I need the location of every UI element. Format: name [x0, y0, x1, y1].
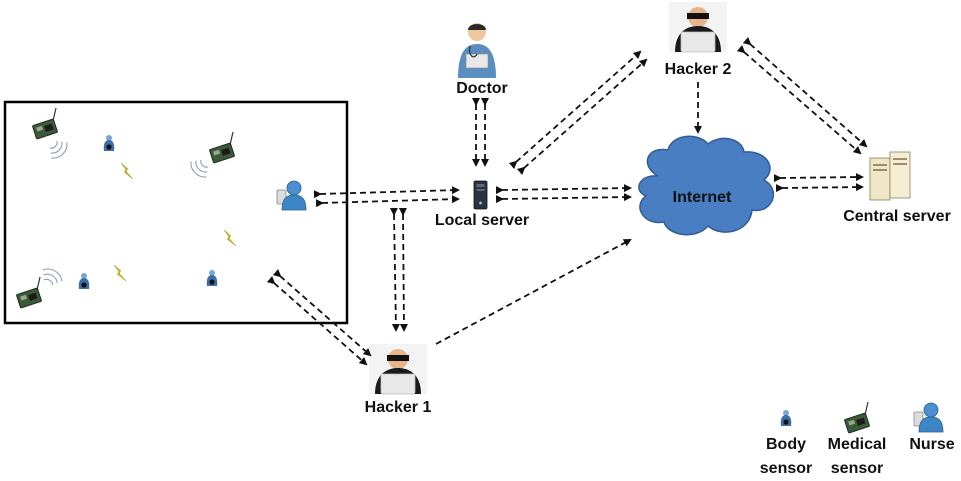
medical-sensor-icon — [31, 107, 59, 140]
lightning-icon — [223, 229, 237, 247]
link-nurse-local-server — [315, 195, 460, 208]
hacker-icon — [668, 1, 728, 53]
doctor-label: Doctor — [456, 80, 508, 97]
link-internet-central-server — [773, 173, 864, 183]
link-local-server-internet — [495, 184, 632, 195]
link-internet-central-server — [775, 183, 864, 193]
server-pair-icon — [869, 151, 911, 201]
wireless-waves-icon — [186, 155, 213, 182]
wireless-waves-icon — [45, 136, 72, 163]
legend: Body sensor Medical sensor Nurse — [760, 401, 955, 477]
central-server-label: Central server — [843, 208, 951, 225]
link-local-server-hacker-2 — [516, 58, 648, 175]
body-sensor-icon — [780, 410, 792, 426]
link-local-server-hacker-1 — [389, 207, 400, 332]
link-local-server-internet — [495, 193, 632, 204]
wban-area-box — [3, 100, 349, 325]
legend-sensor-label: sensor — [831, 460, 883, 477]
lightning-icon — [120, 162, 134, 180]
body-sensor-icon — [206, 270, 218, 286]
link-hacker-2-central-server — [736, 45, 862, 155]
link-local-server-hacker-2 — [508, 50, 642, 169]
legend-nurse-label: Nurse — [909, 436, 954, 453]
link-wban-hacker-1 — [272, 269, 372, 357]
legend-sensor-label: sensor — [760, 460, 812, 477]
nurse-icon — [913, 402, 944, 433]
hacker-1-label: Hacker 1 — [365, 399, 432, 416]
link-local-server-hacker-1 — [398, 207, 408, 332]
medical-sensor-icon — [843, 401, 871, 434]
medical-sensor-icon — [208, 131, 236, 164]
link-hacker-1-internet — [435, 239, 632, 345]
lightning-icon — [113, 264, 127, 282]
wireless-waves-icon — [38, 264, 66, 289]
medical-sensor-icon — [15, 276, 43, 309]
cloud-icon — [638, 135, 775, 236]
nurse-icon — [276, 180, 307, 211]
legend-medical-label: Medical — [828, 436, 887, 453]
server-tower-icon — [473, 180, 488, 210]
body-sensor-icon — [78, 273, 90, 289]
link-nurse-local-server — [313, 186, 460, 199]
internet-label: Internet — [673, 189, 732, 206]
body-sensor-icon — [103, 135, 115, 151]
link-hacker-2-central-server — [742, 37, 868, 148]
local-server-label: Local server — [435, 212, 529, 229]
hacker-2-label: Hacker 2 — [665, 61, 732, 78]
doctor-icon — [458, 23, 496, 78]
legend-body-label: Body — [766, 436, 806, 453]
connection-arrows — [266, 37, 868, 366]
hacker-icon — [368, 343, 428, 395]
